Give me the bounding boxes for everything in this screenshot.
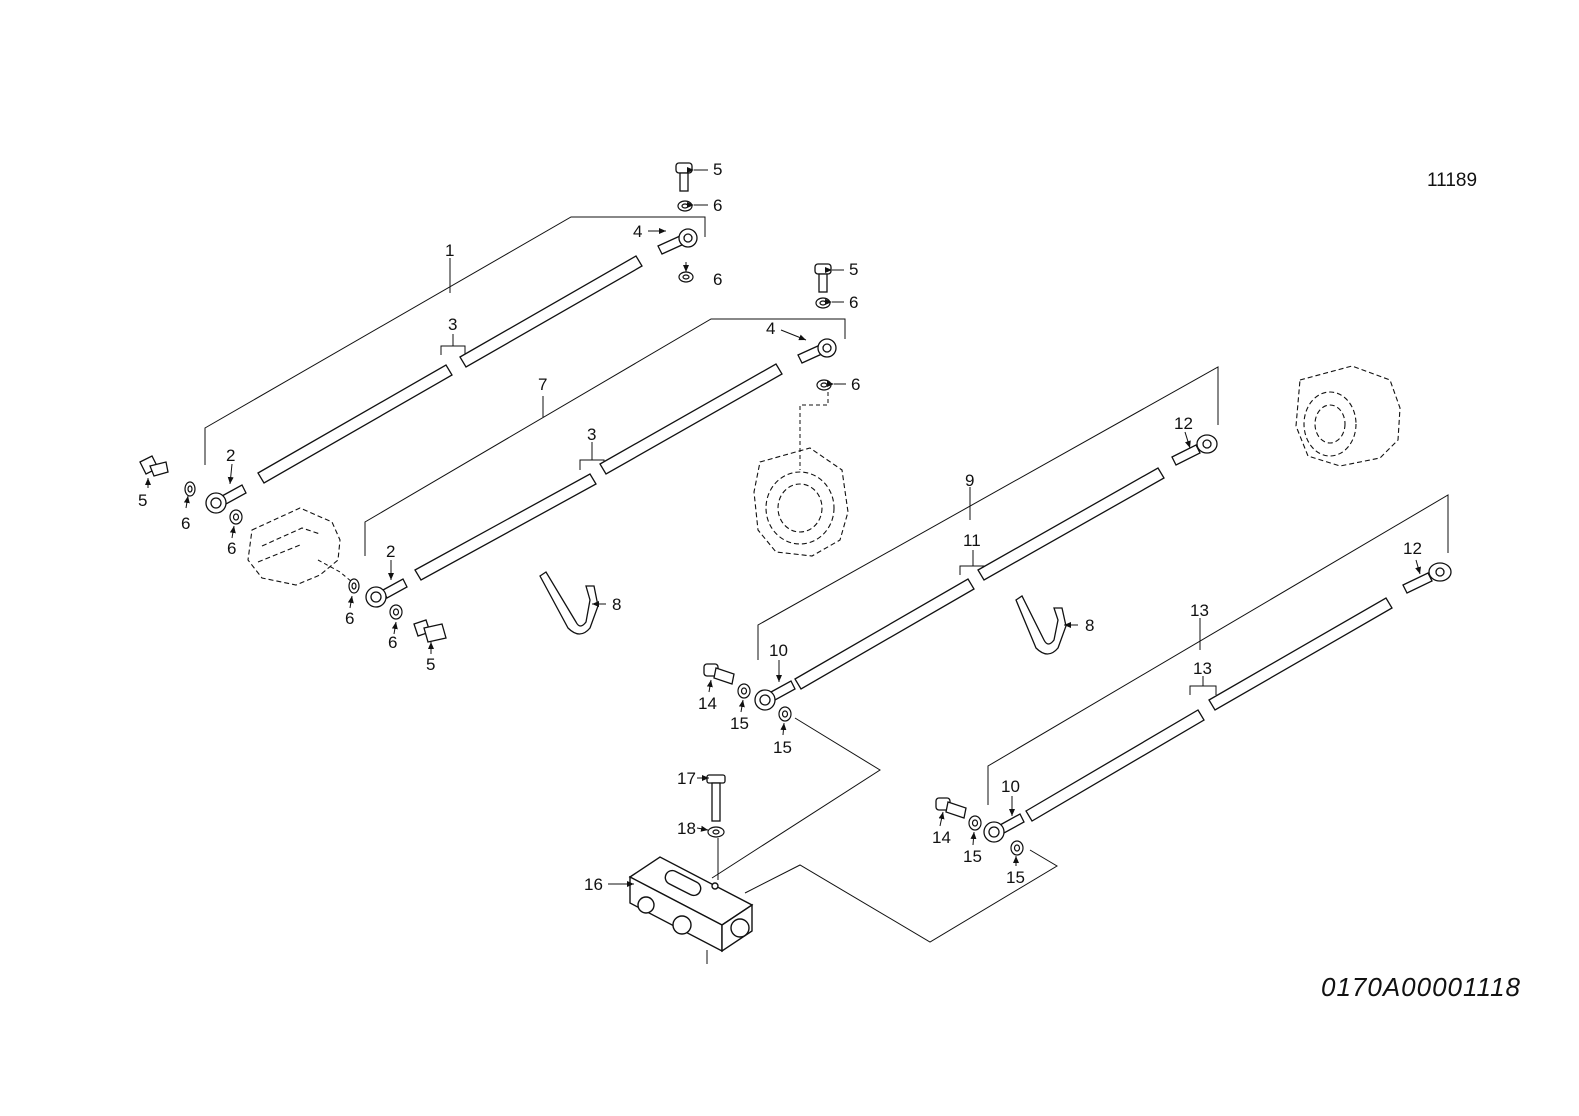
banjo-fitting-10b [983, 813, 1025, 843]
callout-arrows [145, 167, 1421, 887]
reference-components [247, 365, 1401, 586]
washers [184, 200, 1024, 856]
callout-1: 1 [445, 241, 454, 260]
valve-block-16 [628, 856, 754, 953]
callout-9: 9 [965, 471, 974, 490]
callout-6f: 6 [227, 539, 236, 558]
document-code: 0170A00001118 [1320, 972, 1521, 1002]
callout-5d: 5 [426, 655, 435, 674]
pipe-9-lower [794, 578, 975, 690]
control-valve-outline [247, 507, 341, 586]
callout-6g: 6 [345, 609, 354, 628]
pipe-1-upper [459, 255, 643, 368]
pipe-13-lower [1025, 709, 1205, 822]
callout-6a: 6 [713, 196, 722, 215]
leader-lines [204, 216, 1449, 964]
hose-clamp-8a [539, 571, 599, 635]
banjo-fitting-12b [1402, 562, 1452, 594]
callout-15c: 15 [963, 847, 982, 866]
callout-3a: 3 [448, 315, 457, 334]
callout-6e: 6 [181, 514, 190, 533]
banjo-bolt-5d [413, 619, 447, 643]
callout-17: 17 [677, 769, 696, 788]
motor-housing-outline [1295, 365, 1401, 467]
banjo-fitting-4a [657, 228, 698, 255]
callout-8b: 8 [1085, 616, 1094, 635]
banjo-fitting-4b [797, 338, 837, 364]
banjo-fitting-2b [365, 578, 408, 608]
banjo-fitting-2a [205, 484, 247, 514]
callout-13b: 13 [1193, 659, 1212, 678]
banjo-bolt-5b [814, 263, 832, 293]
callout-6h: 6 [388, 633, 397, 652]
drawing-ref: 11189 [1427, 170, 1478, 191]
pipe-7-lower [414, 473, 597, 581]
callout-6b: 6 [713, 270, 722, 289]
callout-5a: 5 [713, 160, 722, 179]
callout-4a: 4 [633, 222, 642, 241]
callout-10a: 10 [769, 641, 788, 660]
callout-14a: 14 [698, 694, 717, 713]
callout-labels: 1 3 5 6 4 6 5 6 4 6 7 3 2 5 6 6 2 6 6 5 … [138, 160, 1422, 894]
callout-15a: 15 [730, 714, 749, 733]
banjo-fitting-12a [1171, 434, 1218, 466]
callout-4b: 4 [766, 319, 775, 338]
hose-clamp-8b [1015, 595, 1067, 655]
callout-3b: 3 [587, 425, 596, 444]
callout-2a: 2 [226, 446, 235, 465]
callout-6c: 6 [849, 293, 858, 312]
callout-5c: 5 [138, 491, 147, 510]
bolts [139, 162, 967, 822]
callout-7: 7 [538, 375, 547, 394]
clamps [539, 571, 1067, 655]
callout-12a: 12 [1174, 414, 1193, 433]
callout-16: 16 [584, 875, 603, 894]
banjo-fittings [205, 228, 1452, 843]
banjo-bolt-14a [703, 663, 735, 685]
pipe-9-upper [977, 467, 1165, 581]
banjo-bolt-5a [675, 162, 693, 192]
callout-15b: 15 [773, 738, 792, 757]
pump-housing-outline [753, 447, 849, 557]
cap-screw-17 [706, 774, 726, 822]
pipe-7-upper [599, 363, 783, 475]
callout-15d: 15 [1006, 868, 1025, 887]
callout-6d: 6 [851, 375, 860, 394]
callout-12b: 12 [1403, 539, 1422, 558]
banjo-bolt-5c [139, 455, 169, 477]
pipe-13-upper [1208, 597, 1393, 711]
pipes [257, 255, 1393, 822]
callout-13a: 13 [1190, 601, 1209, 620]
callout-11: 11 [963, 531, 981, 550]
callout-5b: 5 [849, 260, 858, 279]
callout-8a: 8 [612, 595, 621, 614]
callout-18: 18 [677, 819, 696, 838]
pipe-1-lower [257, 364, 453, 484]
banjo-bolt-14b [935, 797, 967, 819]
callout-2b: 2 [386, 542, 395, 561]
callout-10b: 10 [1001, 777, 1020, 796]
banjo-fitting-10a [754, 680, 796, 711]
callout-14b: 14 [932, 828, 951, 847]
